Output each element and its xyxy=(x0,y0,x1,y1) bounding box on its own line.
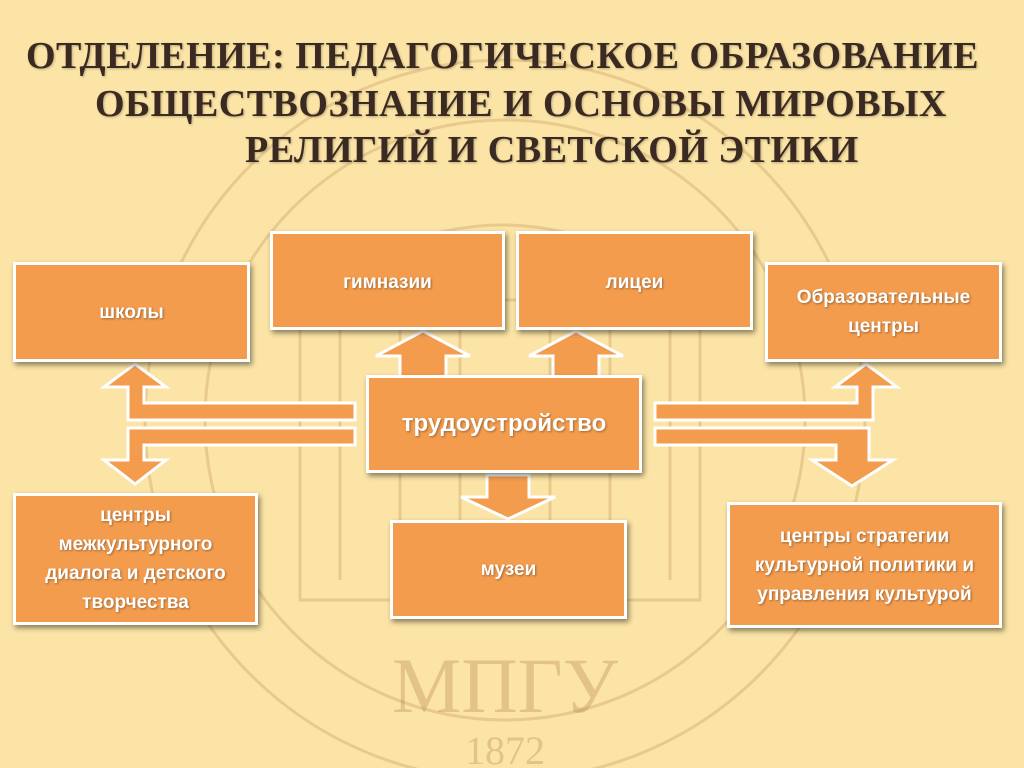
arrow-to-edu-centers xyxy=(653,362,902,422)
node-center-label: трудоустройство xyxy=(401,410,607,437)
arrow-to-gymnasiums xyxy=(375,329,471,380)
node-intercultural: центры межкультурного диалога и детского… xyxy=(13,493,258,625)
node-strategy-label: центры стратегии культурной политики и у… xyxy=(754,525,975,605)
node-lyceums: лицеи xyxy=(516,231,753,330)
watermark-year: 1872 xyxy=(465,728,545,768)
node-gymnasiums-label: гимназии xyxy=(343,272,432,293)
arrow-to-strategy xyxy=(653,426,899,488)
title-line-3: РЕЛИГИЙ И СВЕТСКОЙ ЭТИКИ xyxy=(245,129,859,171)
node-schools: школы xyxy=(13,262,250,362)
arrow-to-schools xyxy=(99,362,357,422)
node-intercultural-label: центры межкультурного диалога и детского… xyxy=(45,505,226,613)
watermark-abbr: МПГУ xyxy=(392,642,619,729)
node-strategy: центры стратегии культурной политики и у… xyxy=(727,502,1002,628)
node-edu-centers: Образовательные центры xyxy=(765,262,1002,362)
node-center: трудоустройство xyxy=(366,375,642,473)
node-museums-label: музеи xyxy=(480,559,537,580)
node-lyceums-label: лицеи xyxy=(605,272,664,293)
arrow-to-museums xyxy=(460,473,556,521)
title-line-1: ОТДЕЛЕНИЕ: ПЕДАГОГИЧЕСКОЕ ОБРАЗОВАНИЕ xyxy=(26,35,979,77)
node-gymnasiums: гимназии xyxy=(270,231,505,330)
arrow-to-intercultural xyxy=(99,426,357,486)
arrow-to-lyceums xyxy=(528,329,624,380)
title-line-2: ОБЩЕСТВОЗНАНИЕ И ОСНОВЫ МИРОВЫХ xyxy=(95,83,947,125)
node-schools-label: школы xyxy=(99,301,164,323)
node-museums: музеи xyxy=(390,520,627,619)
node-edu-centers-label: Образовательные центры xyxy=(796,287,971,337)
